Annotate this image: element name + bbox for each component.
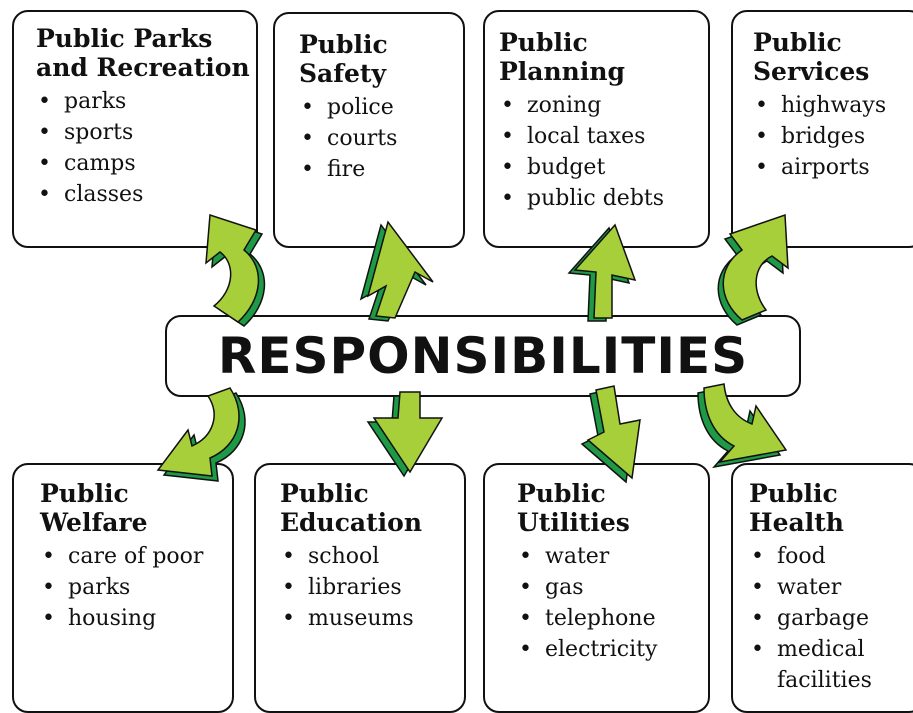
list-item: public debts	[499, 183, 708, 214]
item-list: parks sports camps classes	[36, 86, 256, 210]
arrow-to-safety	[359, 220, 434, 322]
list-item: airports	[753, 152, 913, 183]
list-item: budget	[499, 152, 708, 183]
list-item: water	[749, 572, 913, 603]
list-item: zoning	[499, 90, 708, 121]
box-title: Public Health	[749, 479, 844, 537]
list-item: water	[517, 541, 708, 572]
arrow-to-education	[366, 391, 444, 478]
list-item: courts	[299, 123, 463, 154]
list-item: local taxes	[499, 121, 708, 152]
box-education: Public Education school libraries museum…	[254, 463, 466, 713]
list-item: highways	[753, 90, 913, 121]
box-title: Public Services	[753, 28, 870, 86]
list-item: museums	[280, 603, 464, 634]
box-title: Public Planning	[499, 28, 626, 86]
list-item: sports	[36, 117, 256, 148]
item-list: care of poor parks housing	[40, 541, 232, 634]
list-item: gas	[517, 572, 708, 603]
item-list: police courts fire	[299, 92, 463, 185]
item-list: water gas telephone electricity	[517, 541, 708, 665]
list-item: housing	[40, 603, 232, 634]
box-services: Public Services highways bridges airport…	[731, 10, 913, 248]
box-planning: Public Planning zoning local taxes budge…	[483, 10, 710, 248]
item-list: zoning local taxes budget public debts	[499, 90, 708, 214]
list-item: bridges	[753, 121, 913, 152]
list-item: food	[749, 541, 913, 572]
list-item: libraries	[280, 572, 464, 603]
box-utilities: Public Utilities water gas telephone ele…	[483, 463, 710, 713]
list-item: telephone	[517, 603, 708, 634]
list-item: electricity	[517, 634, 708, 665]
box-safety: Public Safety police courts fire	[273, 12, 465, 248]
list-item: camps	[36, 148, 256, 179]
arrow-to-parks	[205, 213, 266, 327]
box-title: Public Safety	[299, 30, 388, 88]
list-item: parks	[36, 86, 256, 117]
arrow-to-utilities	[580, 385, 641, 484]
box-title: Public Education	[280, 479, 423, 537]
arrow-to-services	[717, 213, 789, 326]
list-item: police	[299, 92, 463, 123]
arrow-to-planning	[567, 223, 637, 322]
item-list: highways bridges airports	[753, 90, 913, 183]
list-item: garbage	[749, 603, 913, 634]
list-item: parks	[40, 572, 232, 603]
box-welfare: Public Welfare care of poor parks housin…	[12, 463, 234, 713]
box-health: Public Health food water garbage medical…	[731, 463, 913, 713]
box-parks-recreation: Public Parks and Recreation parks sports…	[12, 10, 258, 248]
list-item: medical facilities	[749, 634, 913, 696]
item-list: school libraries museums	[280, 541, 464, 634]
center-title: RESPONSIBILITIES	[217, 327, 749, 385]
box-title: Public Parks and Recreation	[36, 24, 250, 82]
item-list: food water garbage medical facilities	[749, 541, 913, 696]
list-item: school	[280, 541, 464, 572]
arrow-to-health	[697, 383, 788, 469]
list-item: care of poor	[40, 541, 232, 572]
box-title: Public Utilities	[517, 479, 630, 537]
responsibilities-box: RESPONSIBILITIES	[165, 315, 801, 397]
box-title: Public Welfare	[40, 479, 148, 537]
list-item: classes	[36, 179, 256, 210]
arrow-to-welfare	[156, 387, 246, 482]
list-item: fire	[299, 154, 463, 185]
